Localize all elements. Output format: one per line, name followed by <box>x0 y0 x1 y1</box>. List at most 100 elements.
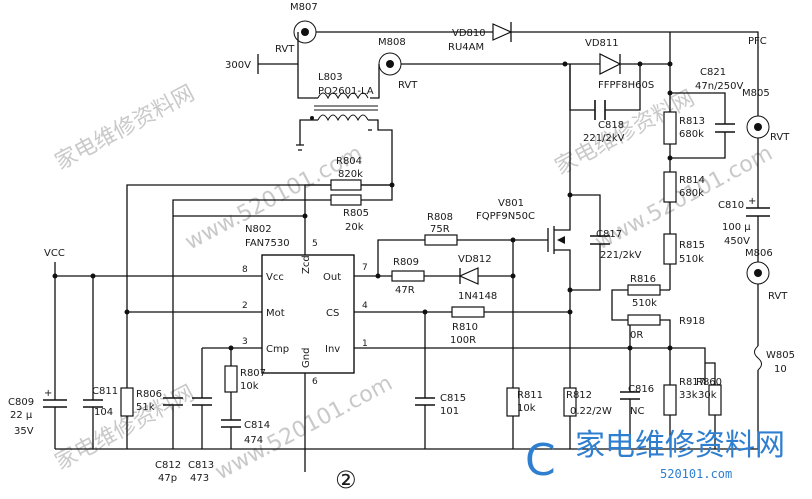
brand-logo: C 家电维修资料网 520101.com <box>525 428 785 486</box>
c810-ref: C810 <box>718 200 744 211</box>
resistor-r807: R807 10k <box>224 348 266 420</box>
c814-ref: C814 <box>244 420 270 431</box>
resistor-r812: R812 0.22/2W <box>563 290 612 449</box>
inductor-l803: L803 PQ2601-LA <box>296 64 393 216</box>
pin-out: Out <box>323 272 341 283</box>
vd812-ref: VD812 <box>458 254 492 265</box>
pin-gnd: Gnd <box>301 348 312 368</box>
brand-name: 家电维修资料网 <box>575 428 785 463</box>
resistor-r815: R815 510k <box>663 202 705 290</box>
r805-val: 20k <box>345 222 364 233</box>
pin-number: 4 <box>362 301 368 311</box>
pin-cmp: Cmp <box>266 344 289 355</box>
r815-val: 510k <box>679 254 704 265</box>
capacitor-c821: C821 47n/250V <box>667 67 744 161</box>
resistor-r806: R806 51k <box>120 312 162 449</box>
pin-number: 2 <box>242 301 248 311</box>
r860-ref: R860 <box>696 377 722 388</box>
r807-val: 10k <box>240 381 259 392</box>
c812-val: 47p <box>158 473 177 484</box>
pin-number: 6 <box>312 377 318 387</box>
c814-val: 474 <box>244 435 263 446</box>
r918-val: 0R <box>630 330 643 341</box>
watermark-text: 家电维修资料网 <box>51 81 199 175</box>
r808-ref: R808 <box>427 212 453 223</box>
l803-part: PQ2601-LA <box>318 86 374 97</box>
r809-val: 47R <box>395 285 415 296</box>
m807-ref: M807 <box>290 2 318 13</box>
pfc-label: PFC <box>748 36 767 47</box>
r816-val: 510k <box>632 298 657 309</box>
c816-val: NC <box>630 406 644 417</box>
diode-vd812: VD812 1N4148 <box>458 240 516 302</box>
c816-ref: C816 <box>628 384 654 395</box>
resistor-r808: R808 75R <box>377 212 516 276</box>
r811-val: 10k <box>517 403 536 414</box>
resistor-r809: R809 47R <box>378 257 460 296</box>
resistor-r918: R918 0R <box>627 314 705 348</box>
r804-ref: R804 <box>336 156 362 167</box>
vd810-ref: VD810 <box>452 28 486 39</box>
r814-ref: R814 <box>679 175 705 186</box>
ic-n802: N802 FAN7530 Vcc Mot Cmp Out CS Inv Zcd … <box>242 224 368 387</box>
c812-ref: C812 <box>155 460 181 471</box>
resistor-r805: R805 20k <box>172 185 393 233</box>
w805-ref: W805 <box>766 350 795 361</box>
pin-zcd: Zcd <box>301 255 312 274</box>
vcc-supply: VCC <box>44 248 262 279</box>
r812-ref: R812 <box>566 390 592 401</box>
r817-val: 33k <box>679 390 698 401</box>
r804-val: 820k <box>338 169 363 180</box>
r812-val: 0.22/2W <box>570 406 612 417</box>
vd810-part: RU4AM <box>448 42 484 53</box>
c815-ref: C815 <box>440 393 466 404</box>
figure-number: ② <box>335 466 357 494</box>
capacitor-c811: C811 104 <box>83 276 118 449</box>
ic-body <box>261 254 355 374</box>
r817-ref: R817 <box>679 377 705 388</box>
jumper-w805: W805 10 <box>754 284 795 449</box>
r806-val: 51k <box>136 402 155 413</box>
c821-val: 47n/250V <box>695 81 744 92</box>
pin-number: 5 <box>312 239 318 249</box>
pin-number: 3 <box>242 337 248 347</box>
r860-val: 30k <box>698 390 717 401</box>
pin-number: 8 <box>242 265 248 275</box>
c813-val: 473 <box>190 473 209 484</box>
resistor-r817: R817 33k <box>663 348 705 449</box>
pin-number: 1 <box>362 339 368 349</box>
resistor-r811: R811 10k <box>506 276 543 449</box>
r808-val: 75R <box>430 224 450 235</box>
polarity-plus: + <box>748 196 756 207</box>
vd812-part: 1N4148 <box>458 291 497 302</box>
resistor-r810: R810 100R <box>354 306 573 346</box>
r810-ref: R810 <box>452 322 478 333</box>
capacitor-c815: C815 101 <box>415 312 466 449</box>
r918-ref: R918 <box>679 316 705 327</box>
c811-val: 104 <box>94 407 113 418</box>
c811-ref: C811 <box>92 386 118 397</box>
ic-part: FAN7530 <box>245 238 290 249</box>
pfc-rail: PFC <box>667 31 767 116</box>
pin-vcc: Vcc <box>266 272 284 283</box>
m808-ref: M808 <box>378 37 406 48</box>
capacitor-c817: C817 221/2kV <box>570 194 642 291</box>
svg-text:②: ② <box>335 466 357 494</box>
ic-ref: N802 <box>245 224 272 235</box>
r815-ref: R815 <box>679 240 705 251</box>
m805-rvt: RVT <box>770 132 790 143</box>
m808-rvt: RVT <box>398 80 418 91</box>
resistor-r860: R860 30k <box>696 362 722 449</box>
r813-val: 680k <box>679 129 704 140</box>
r805-ref: R805 <box>343 208 369 219</box>
pin-number: 7 <box>362 263 368 273</box>
diode-vd811: VD811 FFPF8H60S <box>585 38 670 91</box>
r814-val: 680k <box>679 188 704 199</box>
c810-val: 100 μ <box>722 222 751 233</box>
terminal-m806: M806 RVT <box>745 248 788 302</box>
r807-ref: R807 <box>240 368 266 379</box>
c821-ref: C821 <box>700 67 726 78</box>
m806-ref: M806 <box>745 248 773 259</box>
terminal-m805: M805 RVT <box>742 88 790 143</box>
r816-ref: R816 <box>630 274 656 285</box>
